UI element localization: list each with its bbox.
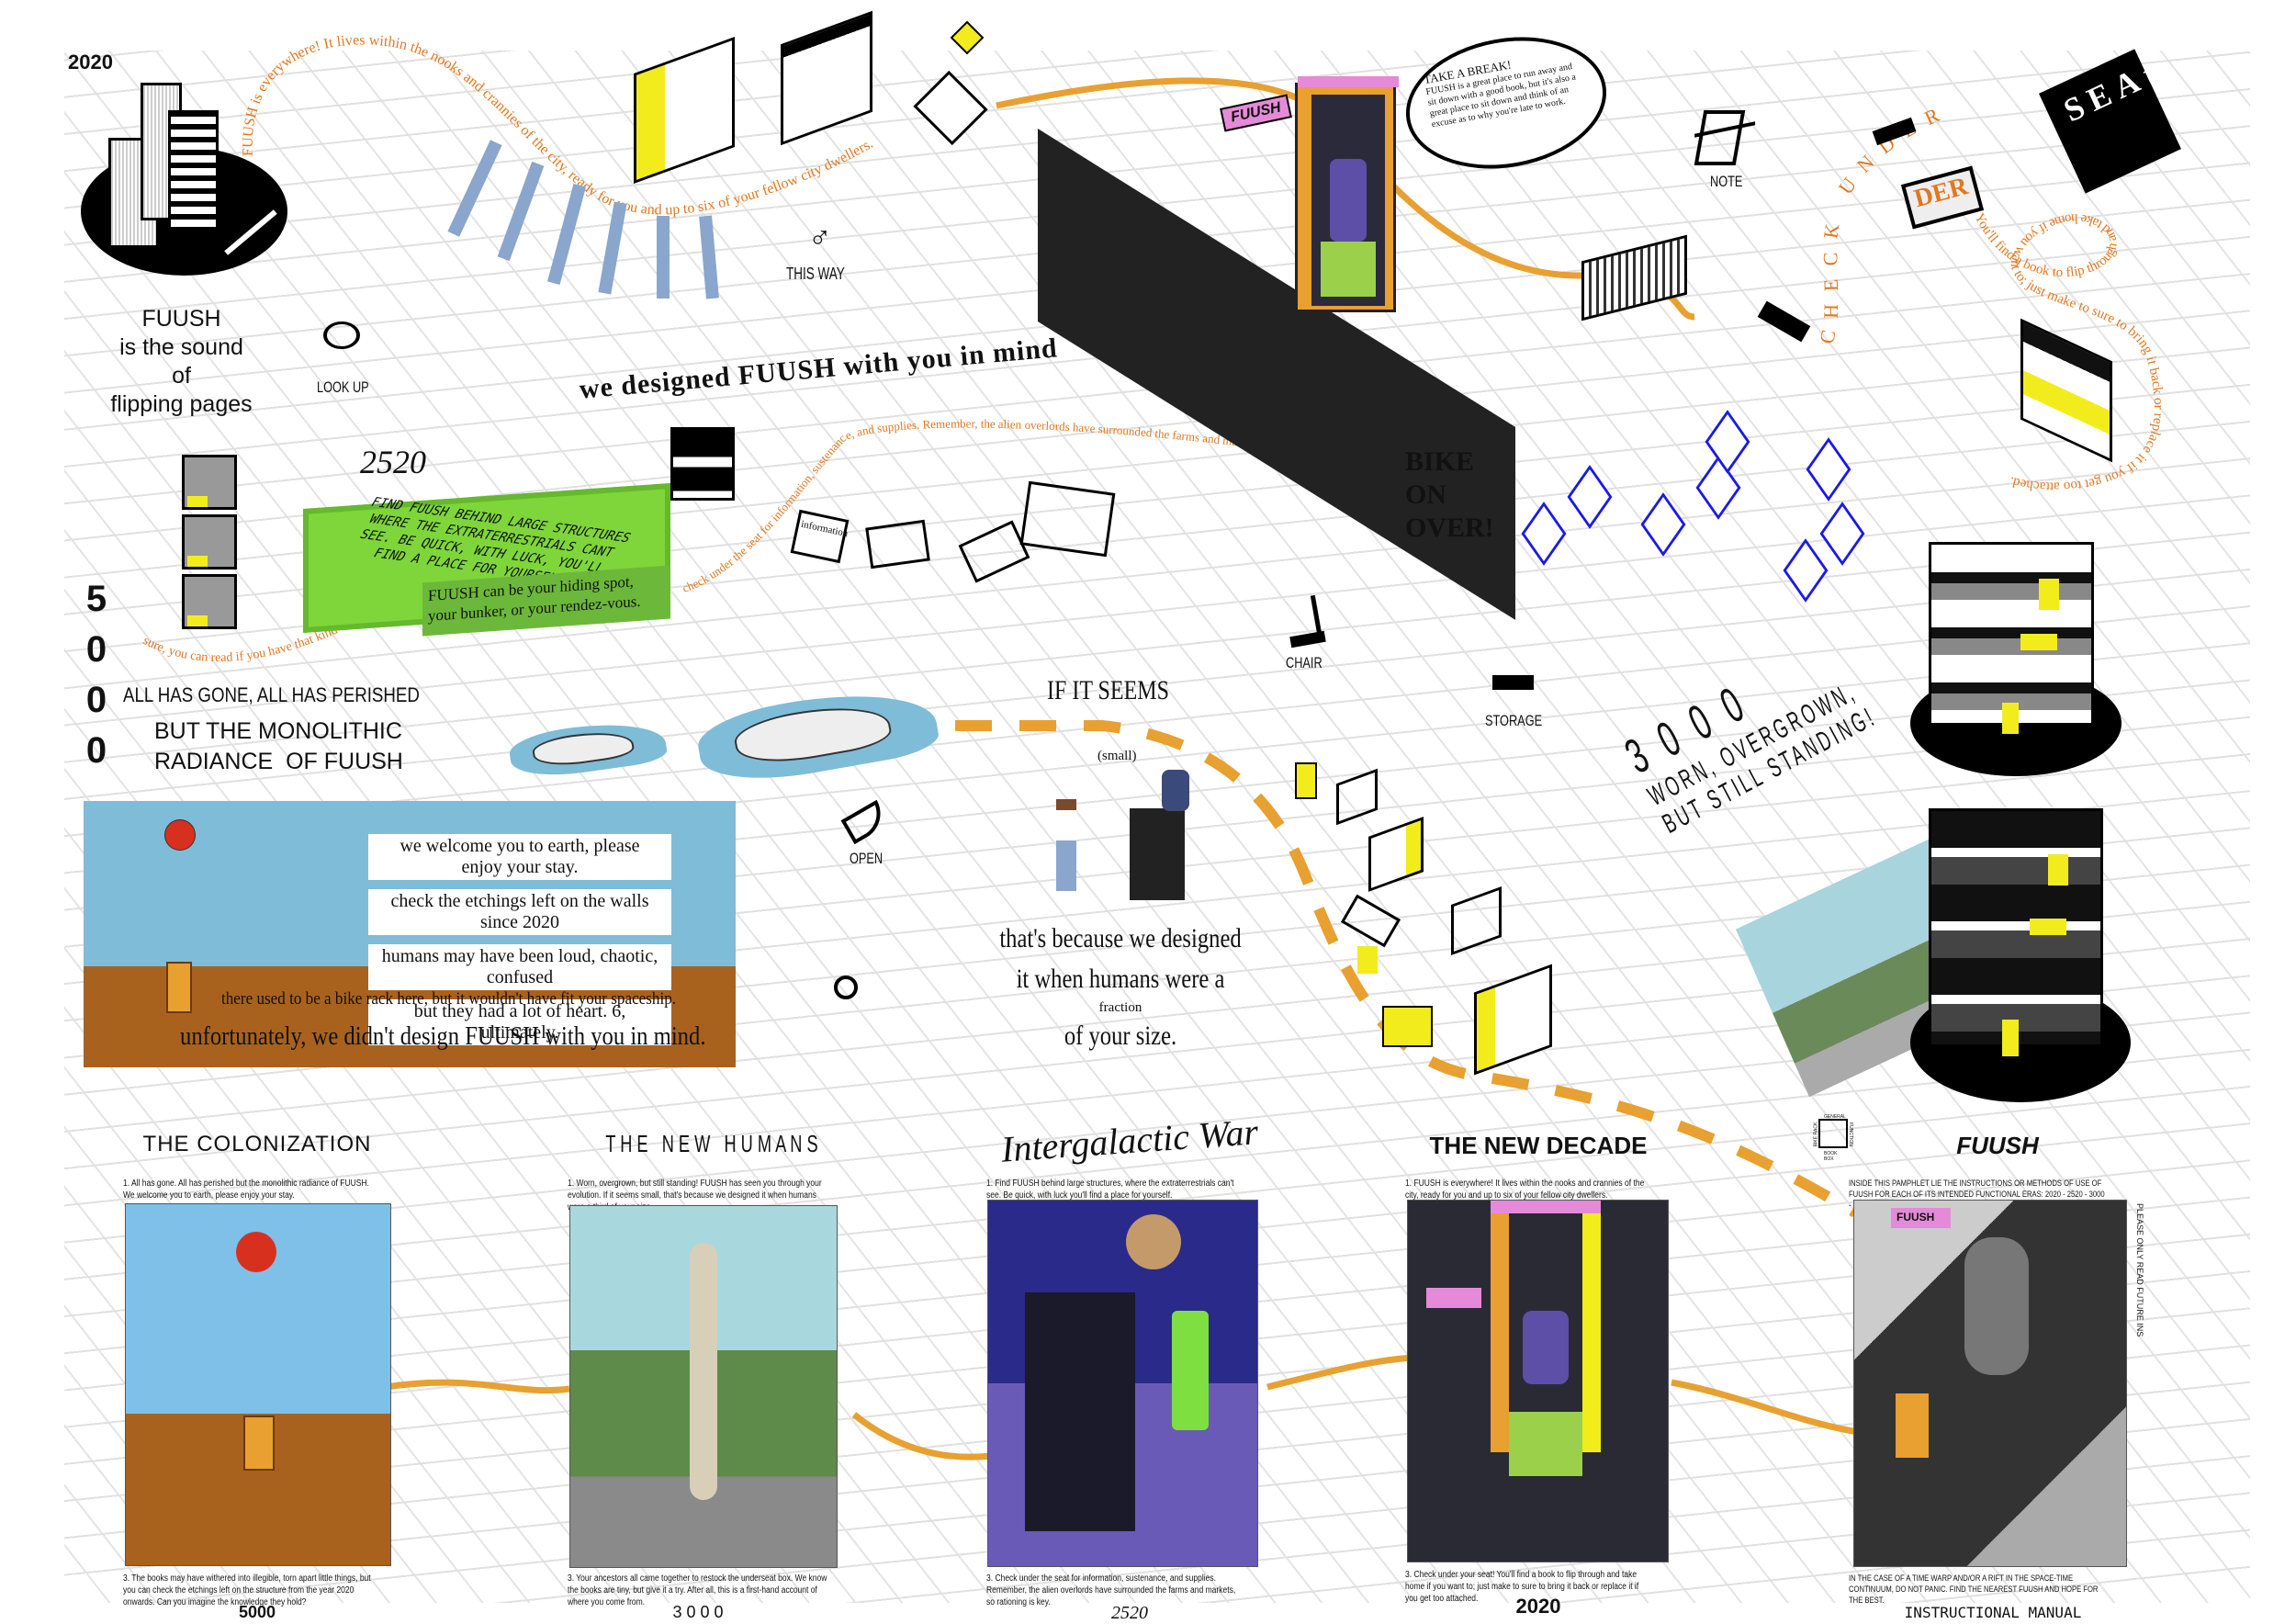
panel-era-2020: 2020 [1515, 1595, 1561, 1618]
panel-era-3000: 3 0 0 0 [672, 1603, 724, 1621]
panel-heading-new-humans: T H E N E W H U M A N S [605, 1130, 818, 1157]
orange-route-bottom [385, 1354, 1865, 1460]
era-digit: 0 [85, 730, 107, 771]
storage-label: STORAGE [1485, 712, 1543, 729]
because-line: that's because we designed [999, 923, 1242, 953]
all-has-gone: ALL HAS GONE, ALL HAS PERISHED [123, 683, 420, 706]
note-label: NOTE [1710, 173, 1743, 190]
era-2520-label: 2520 [360, 444, 426, 480]
panel-side-note: PLEASE ONLY READ FUTURE INS [2135, 1203, 2144, 1337]
panel-image-new-decade [1407, 1200, 1669, 1562]
because-line: it when humans were a [1016, 964, 1225, 994]
panel-heading-new-decade: THE NEW DECADE [1429, 1132, 1648, 1159]
era-digit: 0 [85, 629, 107, 670]
panel-heading-fuush: FUUSH [1956, 1132, 2039, 1159]
falling-people-illustration [447, 138, 735, 299]
storage-icon [1492, 675, 1534, 690]
panel-intro: 1. All has gone. All has perished but th… [123, 1179, 369, 1201]
panel-era-2520: 2520 [1111, 1603, 1148, 1623]
welcome-line: check the etchings left on the walls sin… [368, 889, 671, 935]
small-human-figure [1162, 770, 1189, 811]
orange-door [166, 962, 192, 1013]
panel-outro: 3. The books may have withered into ille… [123, 1573, 371, 1607]
welcome-line: we welcome you to earth, please enjoy yo… [368, 834, 671, 880]
look-up-label: LOOK UP [317, 378, 369, 396]
welcome-line: humans may have been loud, chaotic, conf… [368, 944, 671, 990]
panel-outro: IN THE CASE OF A TIME WARP AND/OR A RIFT… [1849, 1573, 2099, 1605]
radiance-line: RADIANCE OF FUUSH [154, 749, 403, 774]
not-designed-line: unfortunately, we didn't design FUUSH wi… [180, 1021, 706, 1051]
welcome-line: but they had a lot of heart. 6, ultimate… [368, 999, 671, 1045]
function-diagram: GENERAL FUNCTION BOOK BOX BIKE RACK [1813, 1114, 1853, 1162]
chair-label: CHAIR [1286, 654, 1322, 671]
panel-era-5000: 5000 [238, 1603, 276, 1621]
panel-image-colonization [125, 1203, 391, 1566]
information-box-illustration [670, 427, 735, 501]
if-it-seems: IF IT SEEMS [1047, 675, 1169, 705]
panel-outro: 3. Your ancestors all came together to r… [568, 1573, 827, 1607]
diagram-label: BIKE RACK [1813, 1122, 1819, 1147]
panel-era-manual: INSTRUCTIONAL MANUAL [1904, 1604, 2082, 1621]
tagline-line: FUUSH [141, 306, 221, 332]
small-label: (small) [1097, 749, 1137, 763]
fuush-booth [1295, 76, 1399, 312]
diagram-label: BOOK BOX [1824, 1151, 1838, 1162]
paper-sheet [865, 519, 930, 570]
orange-dashed-route [955, 720, 1859, 1218]
panel-image-fuush-cover: FUUSH [1853, 1200, 2127, 1567]
panel-outro: 3. Check under your seat! You'll find a … [1405, 1570, 1639, 1604]
tagline-line: of [172, 363, 191, 389]
because-line: of your size. [1064, 1021, 1177, 1051]
fraction-label: fraction [1098, 1000, 1142, 1015]
tagline-line: is the sound [119, 334, 243, 360]
bike-line: BIKE [1405, 446, 1475, 477]
yellow-block [1357, 946, 1378, 974]
era-2020-label: 2020 [68, 51, 113, 73]
look-up-icon [323, 321, 360, 349]
open-label: OPEN [850, 850, 884, 867]
fuush-sound-tagline: FUUSH is the sound of flipping pages [92, 305, 271, 419]
red-sun [164, 819, 196, 851]
panel-heading-colonization: THE COLONIZATION [142, 1132, 372, 1156]
tagline-line: flipping pages [110, 391, 253, 417]
yellow-block [1295, 762, 1317, 799]
board-front-label: FUUSH can be your hiding spot, your bunk… [428, 572, 641, 626]
ruined-tower-illustration [1910, 533, 2122, 776]
era-5000-vertical: 5 0 0 0 [81, 574, 112, 776]
ruined-tower-illustration-2 [1910, 799, 2131, 1111]
cover-fuush-sign: FUUSH [1891, 1208, 1951, 1228]
city-buildings-illustration [81, 73, 287, 276]
bike-on-over: BIKE ON OVER! [1405, 445, 1494, 545]
panel-image-intergalactic-war [987, 1200, 1258, 1567]
because-text: that's because we designed it when human… [955, 919, 1286, 1056]
panel-intro: 1. Find FUUSH behind large structures, w… [986, 1179, 1234, 1201]
bike-line: OVER! [1405, 513, 1494, 543]
human-figure [1056, 799, 1076, 891]
diagram-label: FUNCTION [1847, 1122, 1853, 1146]
bike-line: ON [1405, 479, 1446, 510]
monolithic-line: BUT THE MONOLITHIC [154, 718, 402, 744]
stacked-units-illustration [182, 455, 237, 634]
information-label: information [800, 518, 850, 540]
fuush-booth-small [1130, 808, 1185, 900]
this-way-icon: ♂ [808, 220, 832, 255]
era-digit: 5 [85, 579, 107, 619]
earth-welcome-scene: we welcome you to earth, please enjoy yo… [84, 801, 736, 1067]
panel-outro: 3. Check under the seat for information,… [986, 1573, 1236, 1607]
bike-rack-line: there used to be a bike rack here, but i… [221, 989, 677, 1009]
rotate-icon [834, 976, 858, 999]
panel-image-new-humans [569, 1205, 838, 1568]
diagram-label: GENERAL [1824, 1114, 1846, 1120]
panel-intro: 1. FUUSH is everywhere! It lives within … [1405, 1179, 1645, 1201]
yellow-block [1382, 1006, 1433, 1047]
this-way-label: THIS WAY [786, 265, 845, 283]
paper-sheet [1019, 480, 1116, 558]
era-digit: 0 [85, 680, 107, 720]
